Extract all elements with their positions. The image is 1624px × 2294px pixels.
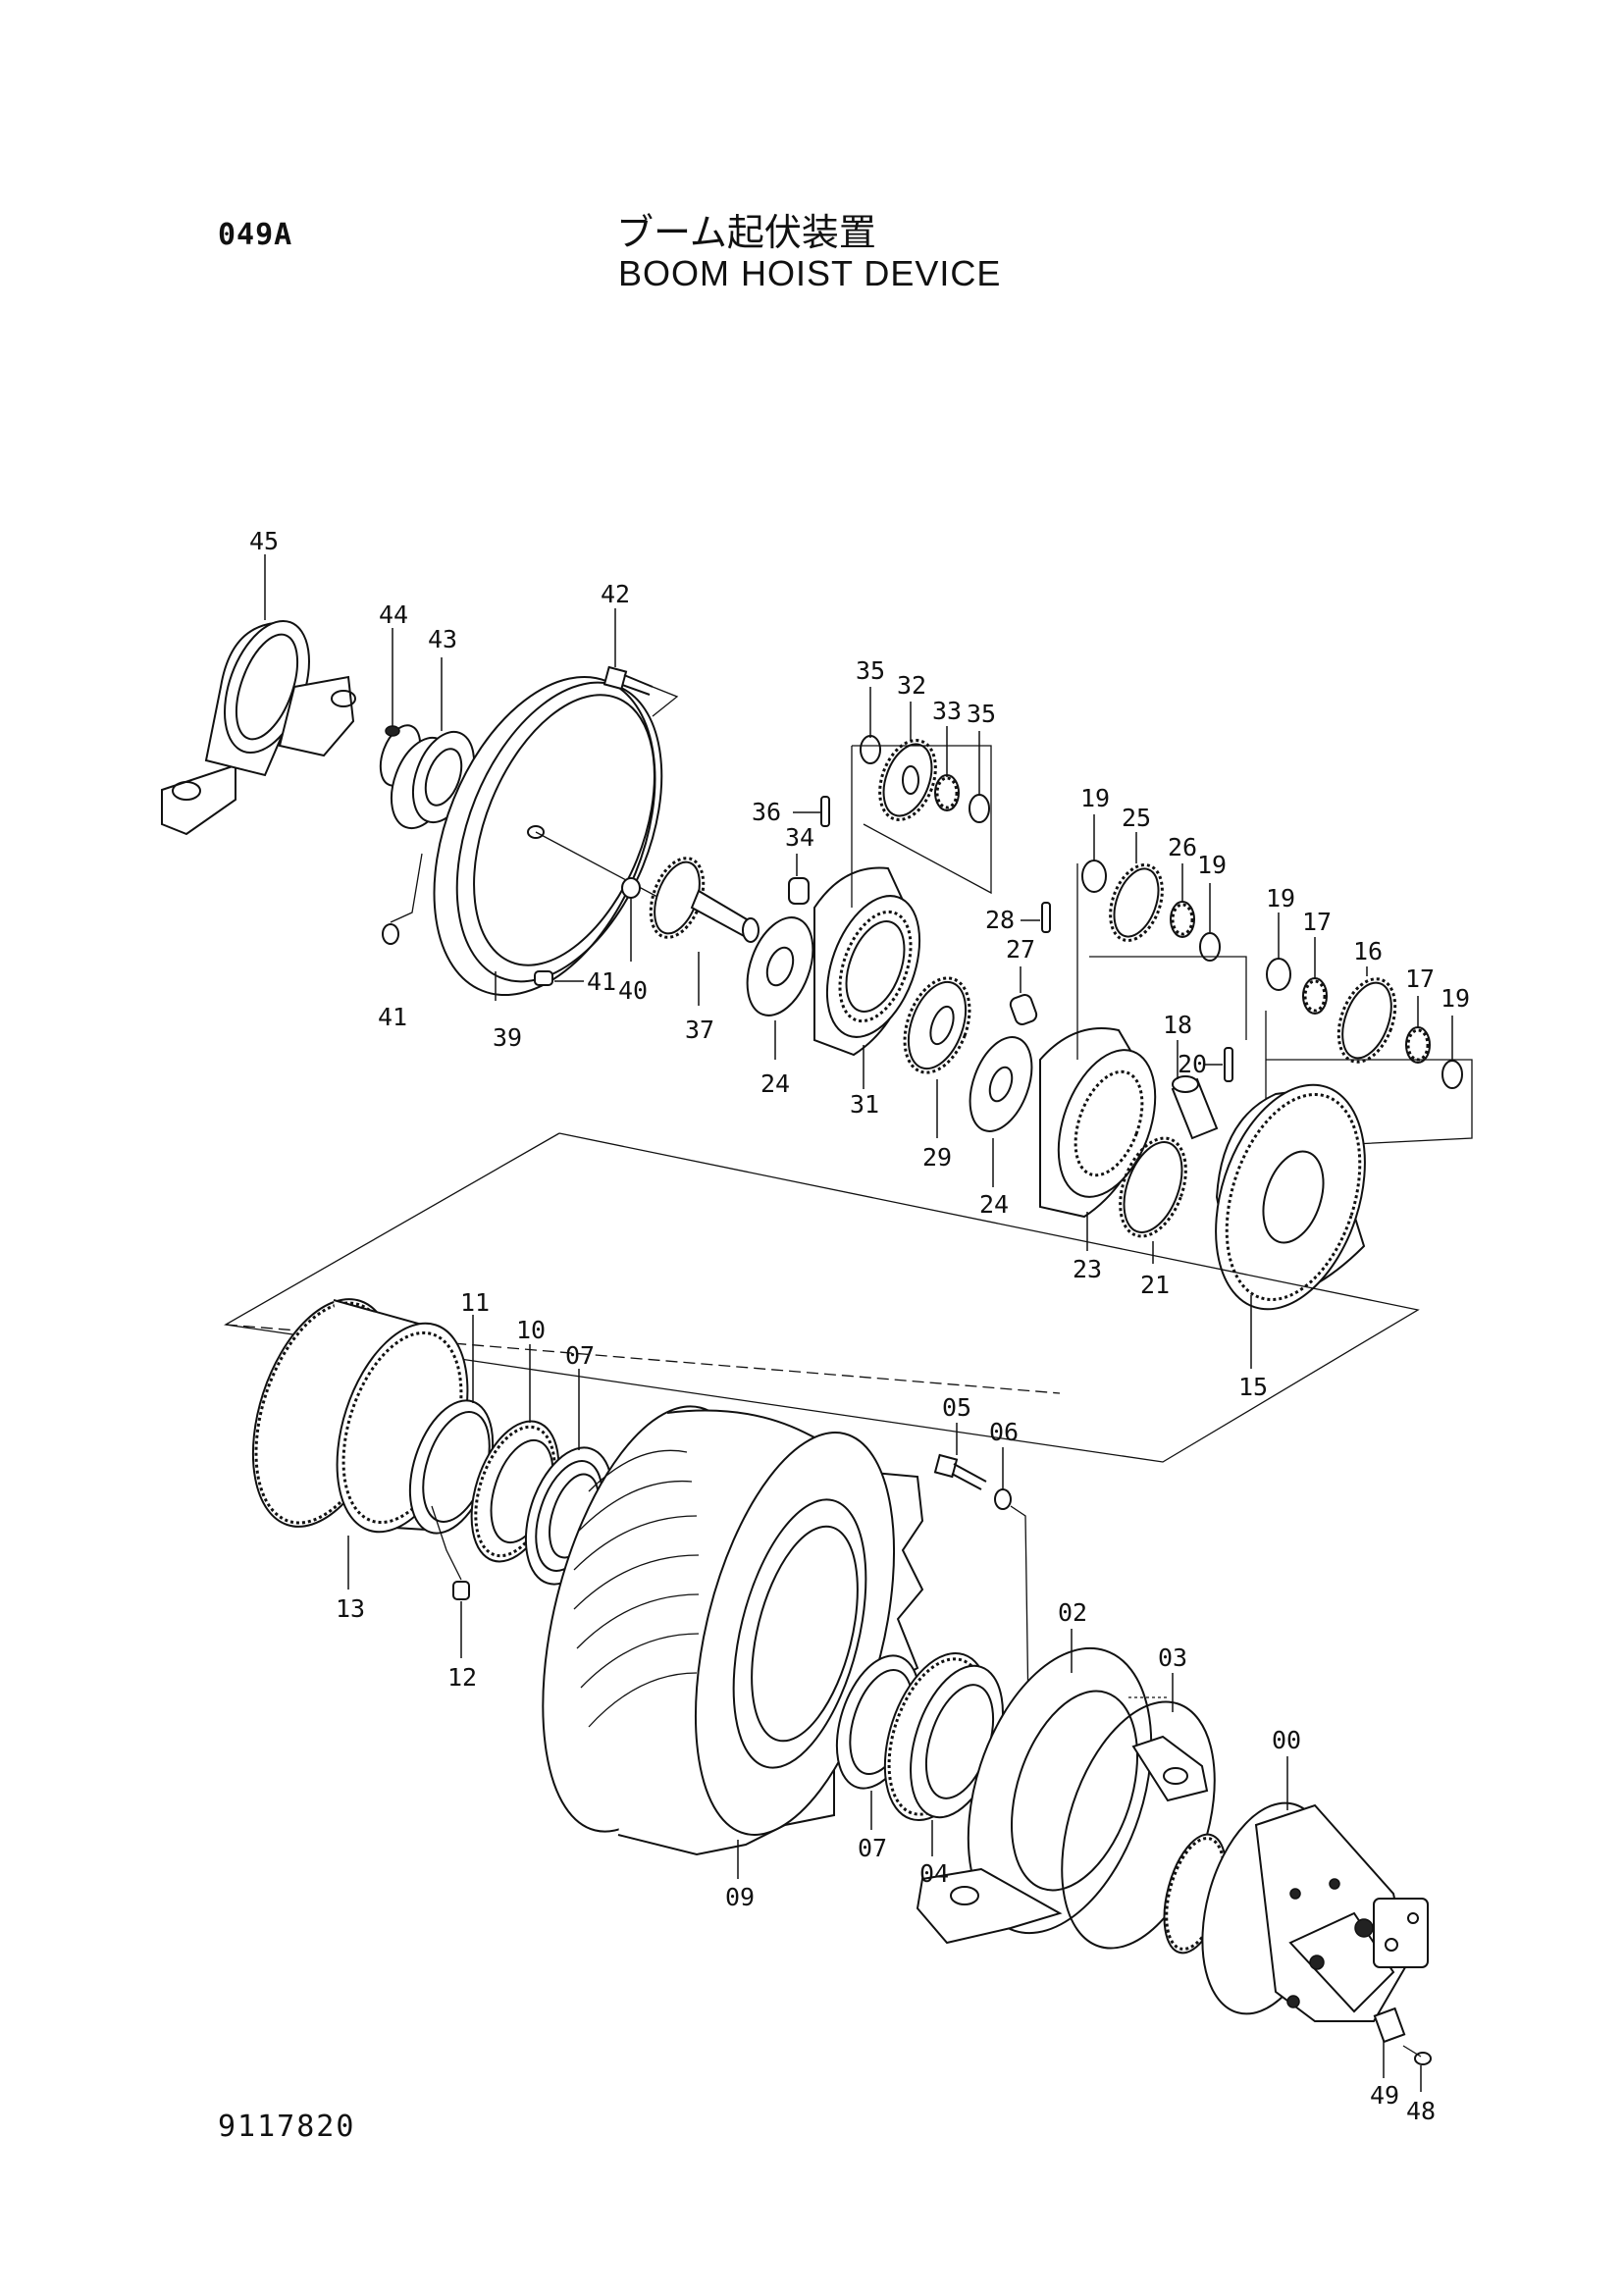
part-24-thrust-washer-2 [969, 1036, 1033, 1187]
label-09: 09 [725, 1883, 755, 1911]
part-40-plug [621, 877, 641, 962]
label-48: 48 [1406, 2097, 1436, 2125]
part-16-planet-gear-group [1265, 912, 1473, 1149]
label-45: 45 [249, 527, 279, 555]
part-number-labels: 45 44 43 42 41 41 40 39 37 36 35 35 34 3… [249, 527, 1470, 2125]
part-36-spring-pin [793, 796, 830, 827]
label-21: 21 [1140, 1271, 1170, 1299]
label-41-left: 41 [378, 1003, 407, 1031]
label-19-a: 19 [1080, 784, 1110, 812]
label-19-c: 19 [1266, 884, 1295, 912]
part-32-planet-gear-group [851, 687, 992, 908]
label-35-left: 35 [856, 656, 885, 685]
label-16: 16 [1353, 937, 1383, 965]
part-45-bearing-bracket [161, 554, 356, 836]
label-03: 03 [1158, 1643, 1187, 1672]
label-43: 43 [428, 625, 457, 653]
title-japanese: ブーム起伏装置 [616, 211, 876, 254]
label-20: 20 [1178, 1050, 1207, 1078]
label-17-left: 17 [1302, 908, 1332, 936]
label-29: 29 [922, 1143, 952, 1172]
part-23-carrier [1039, 1027, 1157, 1251]
part-24-thrust-washer [746, 916, 814, 1060]
label-35-right: 35 [967, 700, 996, 728]
part-49-name-plate [1373, 2007, 1406, 2078]
label-32: 32 [897, 671, 926, 700]
assembly-frame-dashed [225, 1324, 1061, 1394]
drawing-number: 9117820 [218, 2110, 356, 2144]
part-39-cover [433, 675, 688, 1001]
label-13: 13 [336, 1594, 365, 1623]
label-40: 40 [618, 976, 648, 1005]
part-18-pin [1171, 1040, 1219, 1140]
part-37-sun-gear-shaft [649, 857, 760, 1006]
part-12-pin [452, 1581, 470, 1658]
label-24-left: 24 [760, 1069, 790, 1098]
label-24-right: 24 [979, 1190, 1009, 1219]
label-18: 18 [1163, 1011, 1192, 1039]
page-code: 049A [218, 218, 293, 252]
label-34: 34 [785, 823, 814, 852]
label-19-d: 19 [1441, 984, 1470, 1013]
label-28: 28 [985, 906, 1015, 934]
label-17-right: 17 [1405, 965, 1435, 993]
part-48-screw [1402, 2045, 1432, 2092]
label-27: 27 [1006, 935, 1035, 964]
part-27-pin [1009, 966, 1038, 1025]
label-44: 44 [379, 600, 408, 629]
label-15: 15 [1238, 1373, 1268, 1401]
label-25: 25 [1122, 804, 1151, 832]
label-36: 36 [752, 798, 781, 826]
assembly-frame-upper [224, 1132, 1420, 1463]
label-07-lower: 07 [858, 1834, 887, 1862]
label-31: 31 [850, 1090, 879, 1119]
label-05: 05 [942, 1393, 971, 1422]
label-26: 26 [1168, 833, 1197, 861]
label-41-right: 41 [587, 967, 616, 996]
label-19-b: 19 [1197, 851, 1227, 879]
part-02-bracket [916, 1629, 1209, 1945]
label-39: 39 [493, 1023, 522, 1052]
title-english: BOOM HOIST DEVICE [618, 253, 1002, 293]
part-31-carrier [813, 866, 921, 1089]
label-00: 00 [1272, 1726, 1301, 1754]
part-15-carrier-housing [1215, 1083, 1366, 1369]
label-04: 04 [919, 1859, 949, 1888]
part-28-spring-pin [1021, 902, 1051, 933]
label-07-upper: 07 [565, 1341, 595, 1370]
label-10: 10 [516, 1316, 546, 1344]
label-12: 12 [447, 1663, 477, 1692]
label-02: 02 [1058, 1598, 1087, 1627]
part-06-washer [994, 1447, 1029, 1713]
label-23: 23 [1073, 1255, 1102, 1283]
label-33: 33 [932, 697, 962, 725]
label-49: 49 [1370, 2081, 1399, 2110]
part-25-planet-gear-group [1076, 814, 1247, 1060]
part-00-hydraulic-motor [1163, 1756, 1429, 2022]
part-41-plug [382, 853, 584, 986]
part-05-bolt [933, 1423, 987, 1490]
part-34-pin [788, 854, 810, 905]
label-11: 11 [460, 1288, 490, 1317]
part-20-spring-pin [1205, 1047, 1233, 1082]
label-06: 06 [989, 1418, 1019, 1446]
label-42: 42 [601, 580, 630, 608]
part-42-bolt [602, 608, 679, 717]
label-37: 37 [685, 1016, 714, 1044]
part-29-sun-gear [903, 976, 971, 1138]
part-21-sun-gear [1119, 1136, 1187, 1264]
